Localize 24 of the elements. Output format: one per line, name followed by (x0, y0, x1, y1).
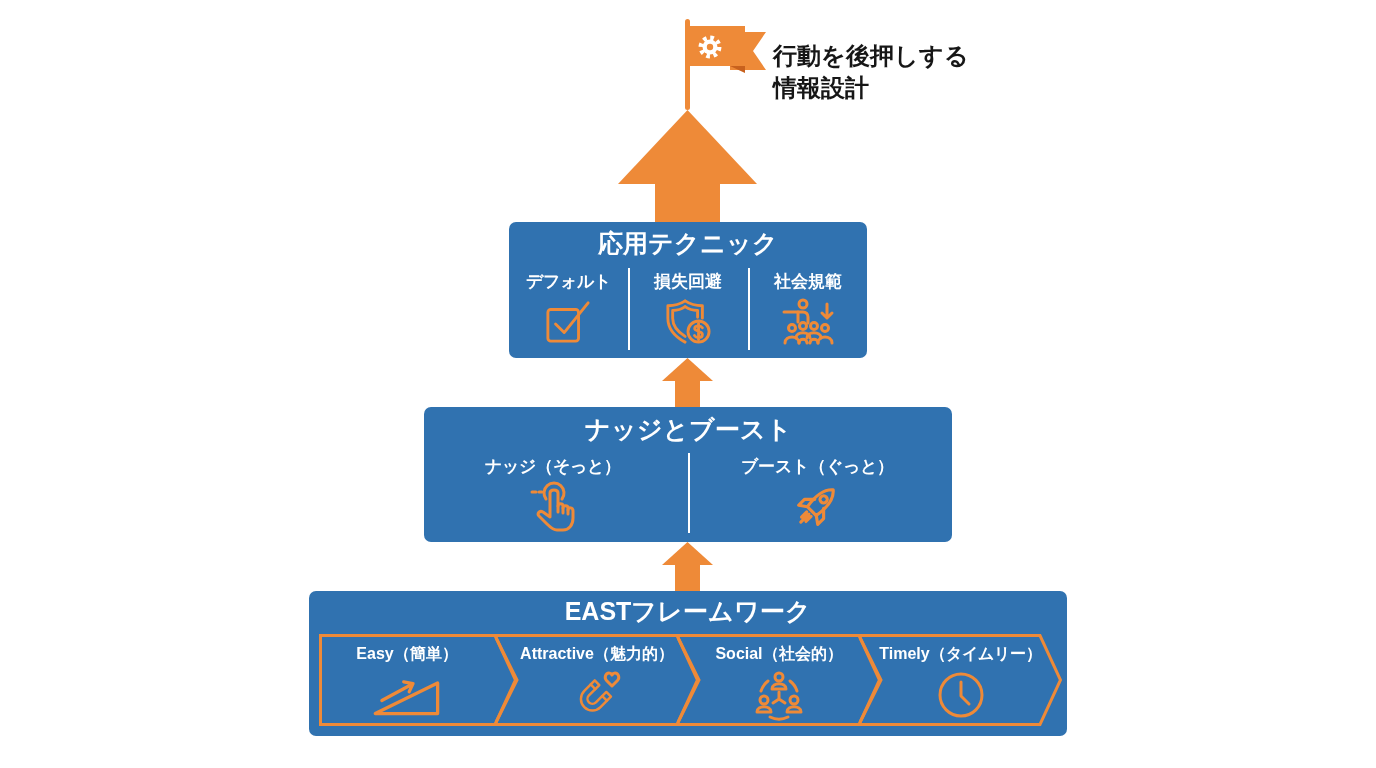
block-arrow (662, 358, 713, 407)
panel-title: 応用テクニック (598, 228, 778, 258)
goal-caption: 行動を後押しする情報設計 (773, 41, 970, 103)
step-label: Attractive（魅力的） (520, 644, 674, 664)
chevron-step (677, 634, 881, 726)
column-heading: 損失回避 (654, 271, 722, 292)
chevron-step (859, 634, 1062, 726)
block-arrow (618, 110, 757, 222)
flag-icon (684, 18, 768, 110)
panel (509, 222, 867, 358)
column-heading: ブースト（ぐっと） (740, 456, 894, 477)
column-heading: ナッジ（そっと） (485, 456, 621, 477)
chevron-step (319, 634, 517, 726)
step-label: Timely（タイムリー） (879, 644, 1042, 664)
step-label: Social（社会的） (715, 644, 843, 664)
block-arrow (662, 542, 713, 591)
column-heading: デフォルト (525, 271, 611, 292)
panel (309, 591, 1067, 736)
panel-title: ナッジとブースト (584, 414, 792, 444)
chevron-step (495, 634, 699, 726)
column-heading: 社会規範 (774, 271, 842, 292)
panel (424, 407, 952, 542)
panel-title: EASTフレームワーク (564, 596, 812, 626)
step-label: Easy（簡単） (356, 644, 458, 664)
